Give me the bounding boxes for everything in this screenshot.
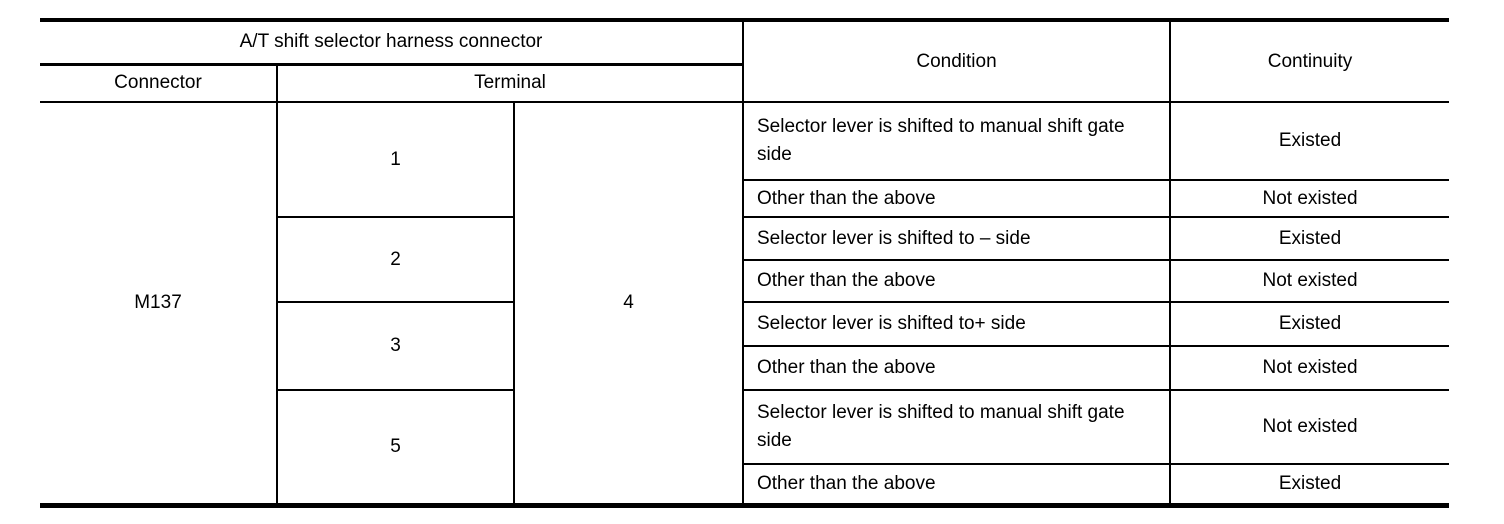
continuity-cell: Not existed <box>1169 179 1449 218</box>
table-row: Other than the above Not existed <box>40 345 1449 391</box>
terminal-a-cell-2: 2 <box>276 216 515 303</box>
continuity-cell: Existed <box>1169 301 1449 347</box>
table-row: 5 Selector lever is shifted to manual sh… <box>40 389 1449 506</box>
continuity-cell: Existed <box>1169 463 1449 506</box>
condition-cell: Selector lever is shifted to – side <box>742 216 1171 261</box>
table-row: Other than the above Not existed <box>40 179 1449 218</box>
table-row: Other than the above Existed <box>40 463 1449 506</box>
header-terminal: Terminal <box>276 63 744 103</box>
terminal-b-cell: 4 <box>513 101 744 506</box>
table-row: 3 Selector lever is shifted to+ side Exi… <box>40 301 1449 391</box>
continuity-check-table: A/T shift selector harness connector Con… <box>40 18 1449 508</box>
terminal-a-cell-3: 3 <box>276 301 515 391</box>
condition-cell: Selector lever is shifted to+ side <box>742 301 1171 347</box>
header-harness-connector: A/T shift selector harness connector <box>40 19 744 66</box>
header-condition: Condition <box>742 19 1171 103</box>
condition-cell: Other than the above <box>742 259 1171 303</box>
header-continuity: Continuity <box>1169 19 1449 103</box>
condition-cell: Other than the above <box>742 345 1171 391</box>
continuity-cell: Not existed <box>1169 389 1449 465</box>
condition-cell: Other than the above <box>742 179 1171 218</box>
condition-cell: Other than the above <box>742 463 1171 506</box>
table-row: 2 Selector lever is shifted to – side Ex… <box>40 216 1449 303</box>
continuity-cell: Not existed <box>1169 259 1449 303</box>
header-connector: Connector <box>40 63 278 103</box>
header-row-1: A/T shift selector harness connector Con… <box>40 19 1449 103</box>
terminal-a-cell-1: 1 <box>276 101 515 218</box>
continuity-cell: Existed <box>1169 216 1449 261</box>
continuity-cell: Not existed <box>1169 345 1449 391</box>
condition-cell: Selector lever is shifted to manual shif… <box>742 389 1171 465</box>
continuity-cell: Existed <box>1169 101 1449 181</box>
terminal-a-cell-5: 5 <box>276 389 515 506</box>
condition-cell: Selector lever is shifted to manual shif… <box>742 101 1171 181</box>
table-row: M137 1 4 Selector lever is shifted to ma… <box>40 101 1449 506</box>
connector-value-cell: M137 <box>40 101 278 506</box>
table-row: Other than the above Not existed <box>40 259 1449 303</box>
header-row-2: Connector Terminal <box>40 63 1449 103</box>
